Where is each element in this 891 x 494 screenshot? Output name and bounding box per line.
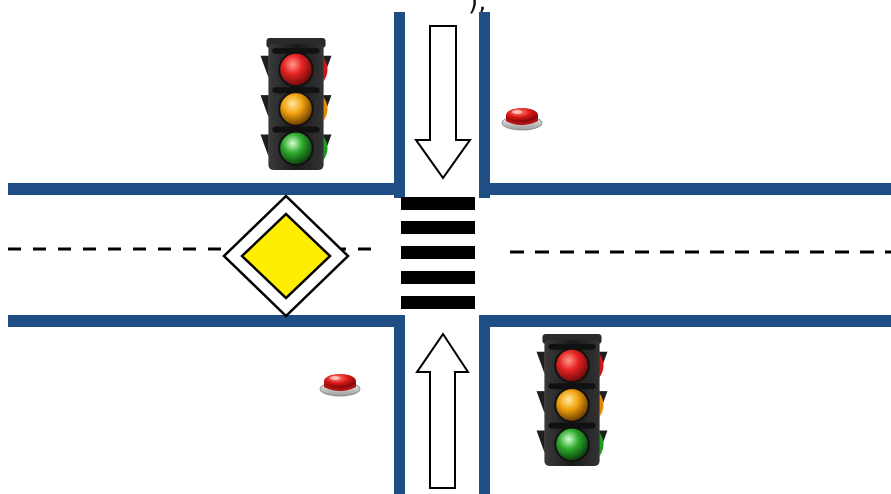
clipped-caption: ), (468, 0, 487, 17)
push-button-icon[interactable] (501, 107, 543, 131)
road-edge-bottom-right (479, 315, 490, 494)
road-edge-top-right (479, 12, 490, 198)
traffic-light-icon (535, 334, 609, 468)
road-edge-north-east (479, 183, 891, 195)
arrow-down-icon (414, 25, 472, 180)
arrow-up-icon (415, 332, 470, 489)
traffic-light-icon (259, 38, 333, 172)
push-button-icon[interactable] (319, 373, 361, 397)
road-edge-south-east (479, 315, 891, 327)
road-edge-bottom-left (394, 315, 405, 494)
priority-road-sign-icon (222, 194, 350, 318)
road-edge-top-left (394, 12, 405, 198)
road-edges (8, 12, 891, 494)
road-edge-south-west (8, 315, 405, 327)
road-edge-north-west (8, 183, 405, 195)
crosswalk (401, 197, 475, 309)
